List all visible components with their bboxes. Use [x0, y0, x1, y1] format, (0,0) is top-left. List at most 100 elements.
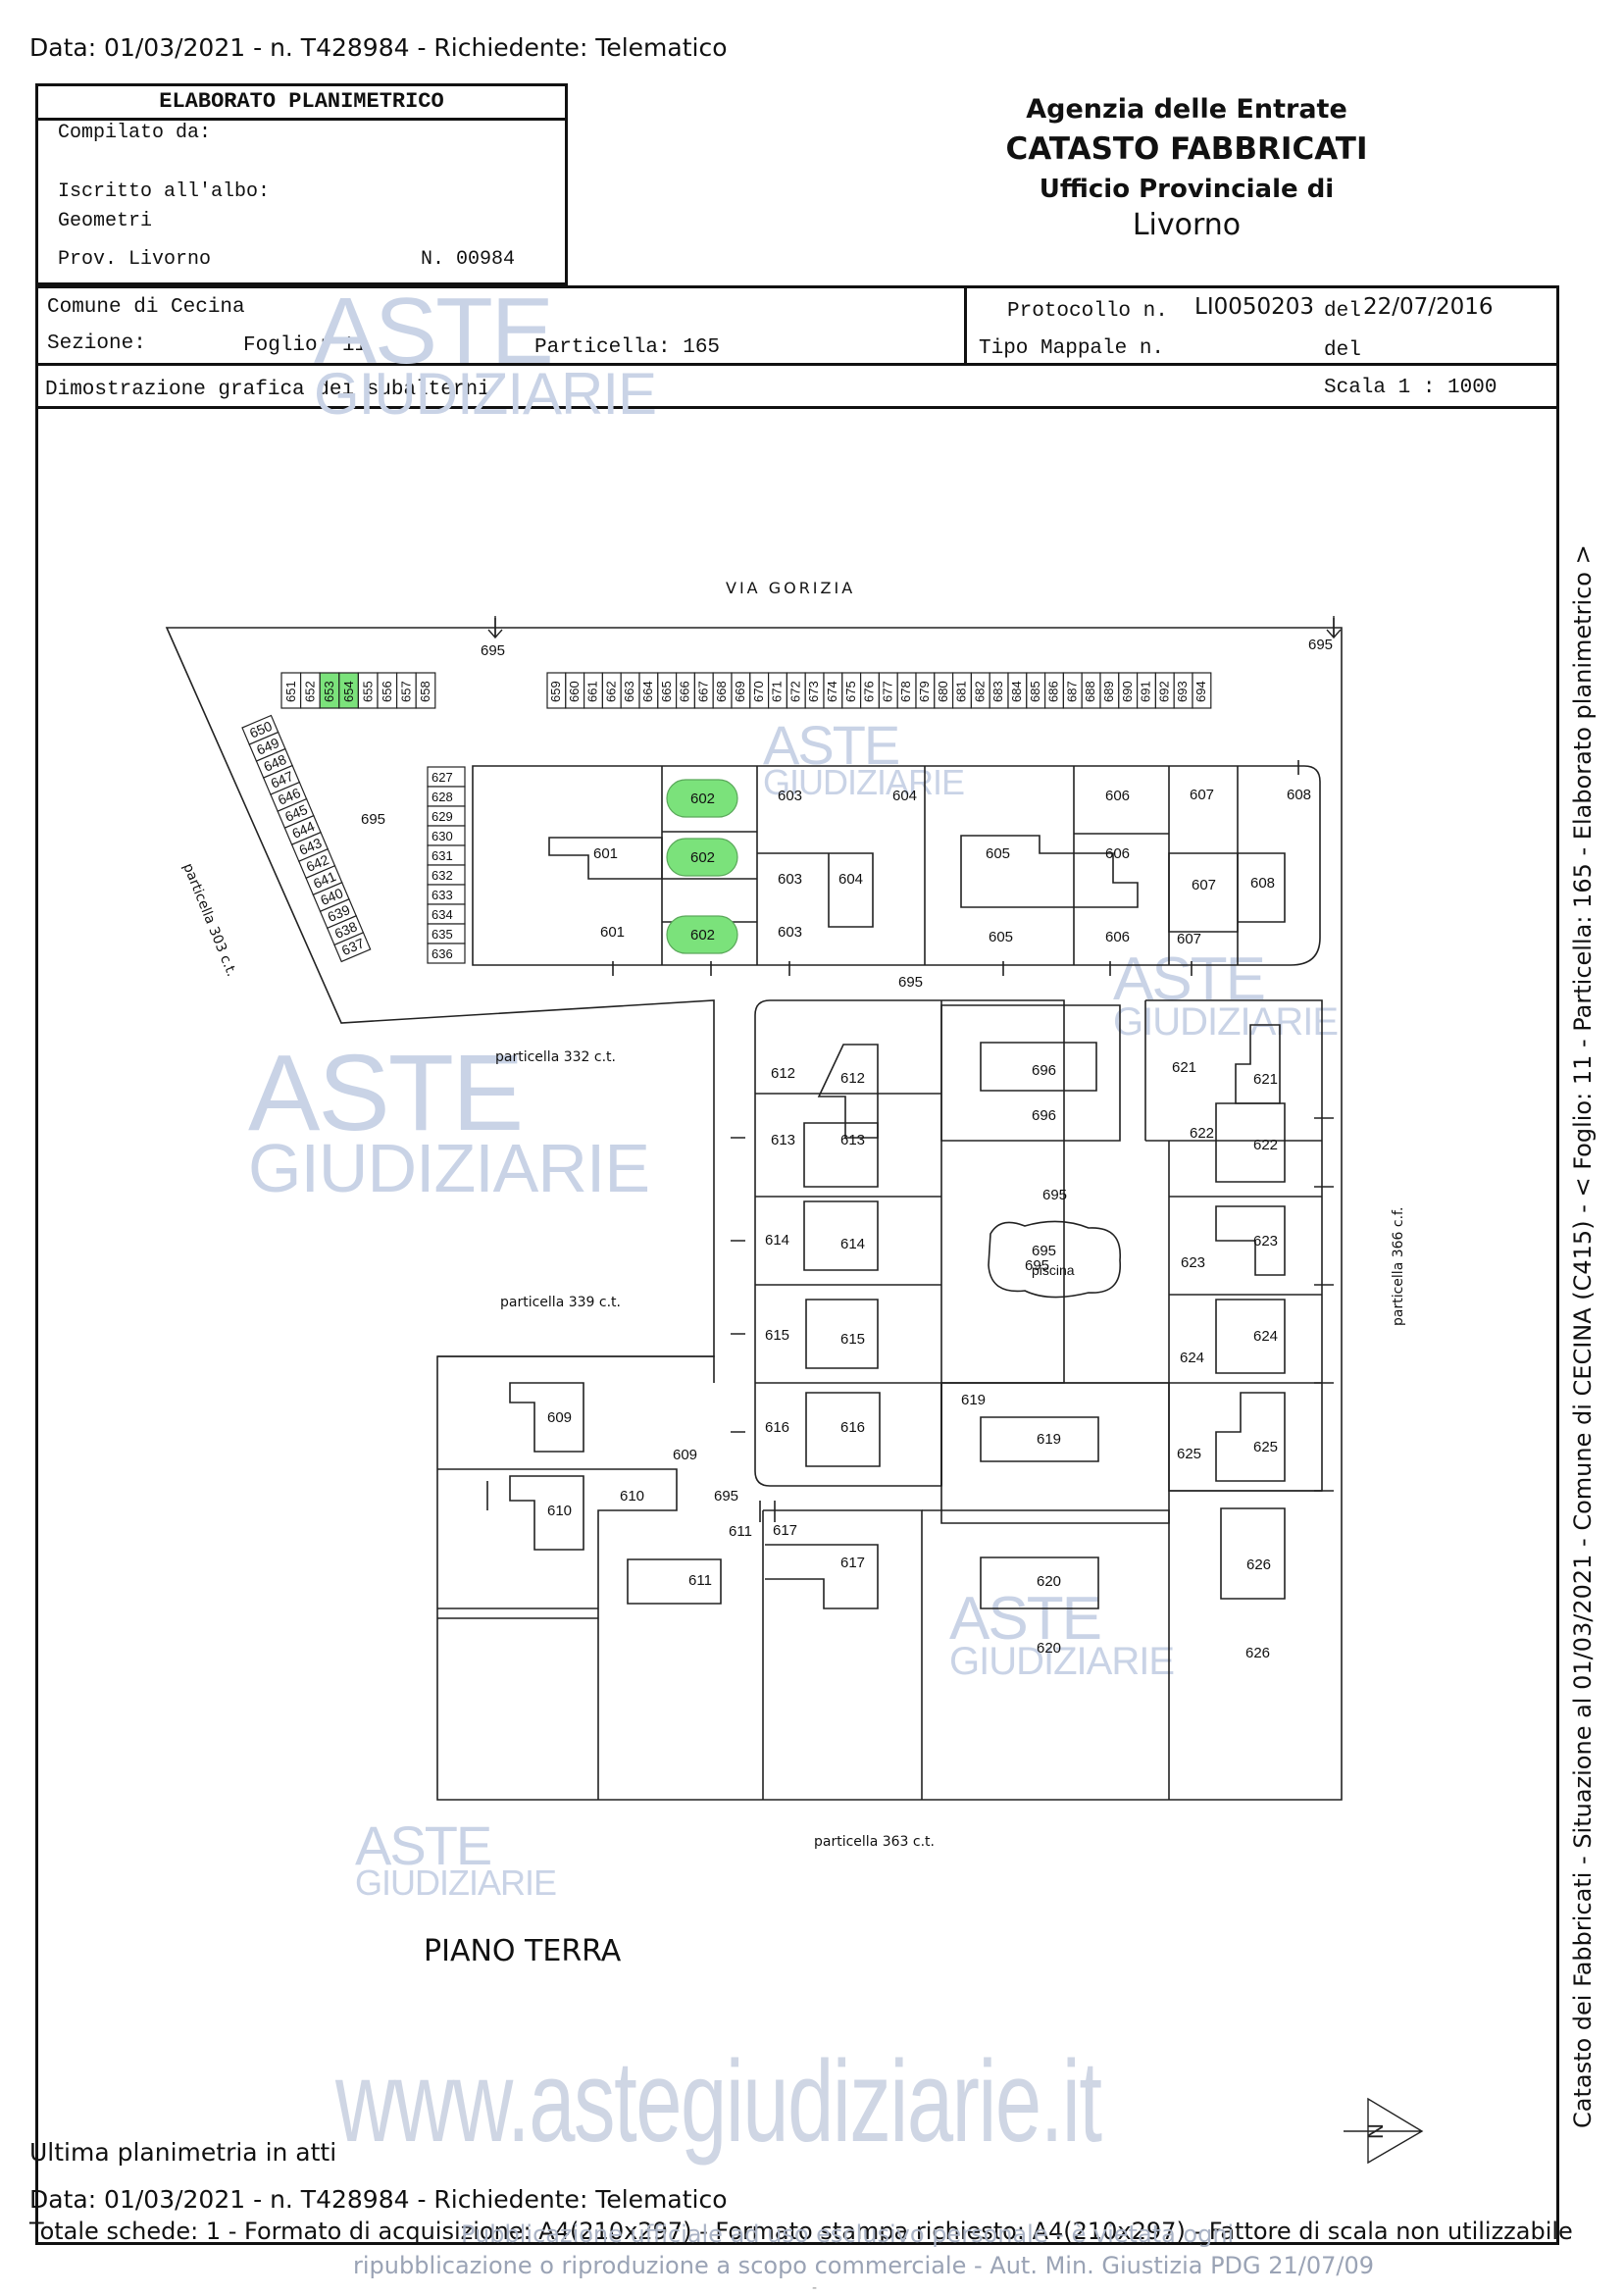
- unit-label: 609: [547, 1409, 572, 1426]
- unit-label: 623: [1181, 1254, 1205, 1271]
- parking-box: [333, 932, 372, 963]
- compilato-da: Compilato da:: [58, 122, 212, 144]
- unit-label: 685: [1028, 681, 1042, 702]
- watermark-logo: ASTE GIUDIZIARIE: [355, 1814, 557, 1903]
- unit-623: [1215, 1205, 1286, 1276]
- unit-label: 607: [1190, 787, 1214, 803]
- unit-label: 620: [1037, 1640, 1061, 1657]
- unit-label: 626: [1246, 1556, 1271, 1573]
- unit-602-highlight: [666, 838, 738, 877]
- watermark-notice-2: ripubblicazione o riproduzione a scopo c…: [353, 2252, 1375, 2279]
- unit-label: 617: [840, 1555, 865, 1571]
- diagonal-box-row: 6506496486476466456446436426416406396386…: [241, 714, 372, 963]
- unit-label: 621: [1253, 1071, 1278, 1088]
- unit-label: 601: [593, 845, 618, 862]
- unit-label: 671: [770, 681, 785, 702]
- unit-label: 610: [620, 1488, 644, 1505]
- unit-label: 672: [787, 681, 802, 702]
- unit-label: 657: [399, 681, 414, 702]
- unit-label: 695: [1308, 637, 1333, 653]
- ufficio-label: Ufficio Provinciale di: [1039, 175, 1335, 204]
- watermark-logo: ASTE GIUDIZIARIE: [763, 714, 965, 802]
- del-label-2: del: [1324, 339, 1361, 362]
- unit-622: [1215, 1102, 1286, 1183]
- agency-name: Agenzia delle Entrate: [1026, 94, 1347, 125]
- unit-label: 668: [714, 681, 729, 702]
- unit-label: 692: [1156, 681, 1171, 702]
- unit-label: 667: [695, 681, 710, 702]
- unit-label: 621: [1172, 1059, 1196, 1076]
- unit-label: 656: [380, 681, 394, 702]
- watermark-logo: ASTE GIUDIZIARIE: [949, 1585, 1175, 1683]
- street-name: VIA GORIZIA: [726, 579, 856, 597]
- ultima-planimetria: Ultima planimetria in atti: [29, 2138, 337, 2167]
- divider: [35, 363, 1559, 366]
- unit-619: [980, 1416, 1099, 1462]
- province: Prov. Livorno: [58, 248, 212, 271]
- unit-label: 633: [431, 888, 453, 902]
- unit-label: 624: [1253, 1328, 1278, 1345]
- watermark-logo: ASTE GIUDIZIARIE: [248, 1033, 650, 1206]
- unit-label: 678: [898, 681, 913, 702]
- unit-label: 675: [843, 681, 858, 702]
- request-info-bottom: Data: 01/03/2021 - n. T428984 - Richiede…: [29, 2185, 728, 2214]
- foglio: Foglio: 11: [243, 334, 368, 357]
- unit-label: 604: [838, 871, 863, 888]
- unit-label: 634: [431, 907, 453, 922]
- unit-614: [803, 1200, 879, 1271]
- unit-label: 683: [990, 681, 1005, 702]
- unit-label: 602: [690, 791, 715, 807]
- tipo-mappale: Tipo Mappale n.: [979, 337, 1165, 360]
- unit-label: 688: [1083, 681, 1097, 702]
- unit-label: 669: [733, 681, 747, 702]
- unit-label: 624: [1180, 1350, 1204, 1366]
- parking-box: [415, 672, 436, 709]
- unit-616: [805, 1392, 881, 1467]
- unit-label: 607: [1177, 931, 1201, 947]
- document-frame: [35, 285, 1559, 2245]
- unit-label: 673: [806, 681, 821, 702]
- unit-621: [1235, 1024, 1281, 1104]
- unit-label: 603: [778, 871, 802, 888]
- unit-label: 653: [322, 681, 336, 702]
- unit-label: 608: [1287, 787, 1311, 803]
- unit-label: 611: [729, 1523, 752, 1540]
- parcel-label: particella 366 c.f.: [1391, 1206, 1406, 1326]
- unit-label: 651: [283, 681, 298, 702]
- unit-label: 695: [1042, 1187, 1067, 1203]
- unit-label: 677: [880, 681, 894, 702]
- unit-label: 603: [778, 924, 802, 941]
- unit-label: 606: [1105, 845, 1130, 862]
- unit-label: 696: [1032, 1062, 1056, 1079]
- unit-label: 681: [954, 681, 969, 702]
- protocollo-value: LI0050203: [1194, 294, 1315, 320]
- unit-label: 627: [431, 770, 453, 785]
- unit-label: 608: [1250, 875, 1275, 892]
- elaborato-box: ELABORATO PLANIMETRICO Compilato da: Isc…: [35, 83, 568, 285]
- unit-label: 680: [936, 681, 950, 702]
- unit-label: 695: [361, 811, 385, 828]
- unit-label: 696: [1032, 1107, 1056, 1124]
- unit-label: 619: [1037, 1431, 1061, 1448]
- unit-label: 695: [898, 974, 923, 991]
- unit-label: 636: [431, 946, 453, 961]
- unit-615: [805, 1299, 879, 1369]
- side-catasto-text: Catasto dei Fabbricati - Situazione al 0…: [1569, 544, 1597, 2128]
- unit-label: 684: [1009, 681, 1024, 702]
- unit-602-highlight: [666, 915, 738, 954]
- unit-label: 614: [840, 1236, 865, 1252]
- unit-label: 661: [585, 681, 600, 702]
- unit-label: 695: [1025, 1257, 1049, 1274]
- unit-label: 609: [673, 1447, 697, 1463]
- block-west: [754, 999, 1065, 1487]
- watermark-site: www.astegiudiziarie.it: [335, 2037, 1102, 2167]
- unit-label: 693: [1175, 681, 1190, 702]
- unit-label: 605: [989, 929, 1013, 945]
- unit-label: 652: [303, 681, 318, 702]
- unit-label: 655: [360, 681, 375, 702]
- unit-label: 615: [765, 1327, 789, 1344]
- unit-label: 662: [603, 681, 618, 702]
- unit-label: 612: [771, 1065, 795, 1082]
- parking-box: [427, 943, 466, 964]
